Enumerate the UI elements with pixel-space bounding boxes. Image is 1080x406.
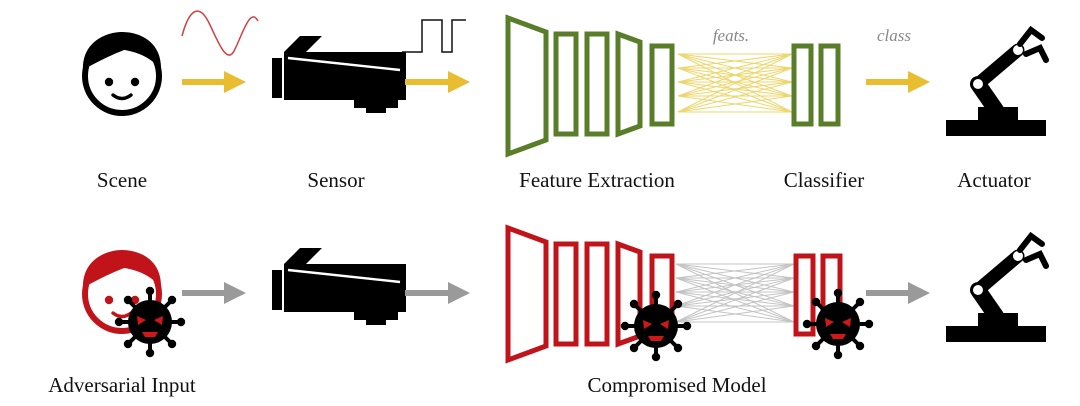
sine-wave-icon: [181, 10, 259, 56]
sensor-camera-icon: [270, 34, 408, 115]
flow-arrow: [866, 71, 930, 93]
classifier-layer: [793, 253, 816, 337]
virus-icon: [618, 288, 694, 364]
attack-arrow: [405, 282, 470, 304]
classifier-layer: [791, 43, 814, 127]
sensor-label: Sensor: [307, 168, 365, 192]
feature-connection-mesh: [677, 53, 793, 113]
feature-layer: [553, 241, 579, 347]
scene-face-icon: [83, 32, 161, 113]
feature-layer: [615, 30, 643, 138]
scene-label: Scene: [96, 168, 148, 192]
feature-layer: [505, 14, 549, 158]
adversarial-input-label: Adversarial Input: [48, 373, 196, 397]
feature-layer: [584, 31, 610, 137]
feature-extraction-block: [505, 14, 675, 158]
classifier-block: [791, 43, 841, 127]
class-annotation: class: [877, 26, 911, 45]
virus-icon: [800, 286, 876, 362]
feature-layer: [649, 43, 675, 127]
feature-layer: [553, 31, 579, 137]
actuator-robot-arm-icon: [946, 30, 1046, 136]
compromised-model-label: Compromised Model: [587, 373, 767, 397]
flow-arrow: [182, 71, 246, 93]
attack-arrow: [866, 282, 930, 304]
actuator-label: Actuator: [957, 168, 1031, 192]
sensor-camera-icon: [270, 246, 408, 327]
actuator-robot-arm-icon: [946, 236, 1046, 342]
feature-extraction-label: Feature Extraction: [519, 168, 675, 192]
feature-layer: [584, 241, 610, 347]
compromised-connection-mesh: [675, 263, 795, 323]
flow-arrow: [405, 71, 470, 93]
virus-icon: [112, 284, 188, 360]
classifier-layer: [818, 43, 841, 127]
feature-layer: [505, 224, 549, 364]
classifier-label: Classifier: [783, 168, 865, 192]
attack-arrow: [182, 282, 246, 304]
square-wave-icon: [402, 19, 466, 53]
feats-annotation: feats.: [712, 26, 750, 45]
